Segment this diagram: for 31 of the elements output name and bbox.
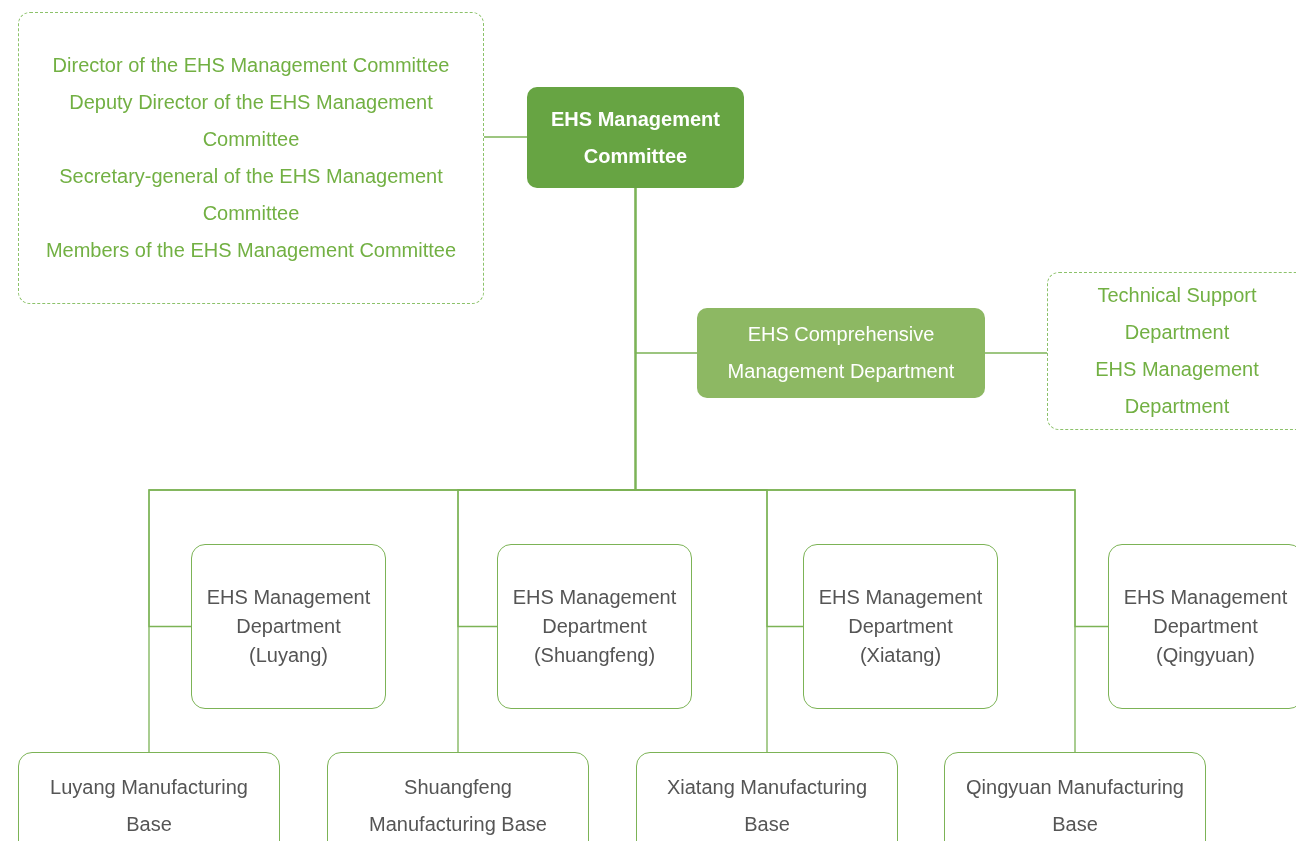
unit-box: [803, 544, 998, 709]
committee-box: [527, 87, 744, 188]
box-label: EHS Management Department (Xiatang): [817, 585, 984, 668]
box-label: Technical Support Department: [1096, 283, 1258, 345]
unit-box: [18, 752, 280, 841]
box-label: EHS Management Department (Shuangfeng): [511, 585, 678, 668]
unit-box: [944, 752, 1206, 841]
box-label: EHS Comprehensive Management Department: [726, 322, 956, 384]
box-label: EHS Management Department (Luyang): [205, 585, 372, 668]
box-label: Secretary-general of the EHS Management Committee: [58, 164, 444, 226]
unit-box: [636, 752, 898, 841]
connector-line: [984, 352, 1048, 354]
box-label: Qingyuan Manufacturing Base: [965, 775, 1185, 837]
connector-line: [483, 136, 528, 138]
unit-box: [497, 544, 692, 709]
role-list-box: [18, 12, 484, 304]
box-label: EHS Management Department: [1094, 357, 1260, 419]
box-label: EHS Management Committee: [550, 106, 721, 169]
department-box: [697, 308, 985, 398]
box-label: Luyang Manufacturing Base: [49, 775, 249, 837]
box-label: EHS Management Department (Qingyuan): [1122, 585, 1289, 668]
connector-line: [634, 187, 1076, 753]
unit-box: [327, 752, 589, 841]
box-label: Deputy Director of the EHS Management Committee: [68, 90, 434, 152]
role-list-box: [1047, 272, 1296, 430]
box-label: Director of the EHS Management Committee: [52, 53, 450, 78]
unit-box: [1108, 544, 1296, 709]
unit-box: [191, 544, 386, 709]
box-label: Xiatang Manufacturing Base: [665, 775, 869, 837]
box-label: Shuangfeng Manufacturing Base: [368, 775, 548, 837]
box-label: Members of the EHS Management Committee: [45, 238, 457, 263]
